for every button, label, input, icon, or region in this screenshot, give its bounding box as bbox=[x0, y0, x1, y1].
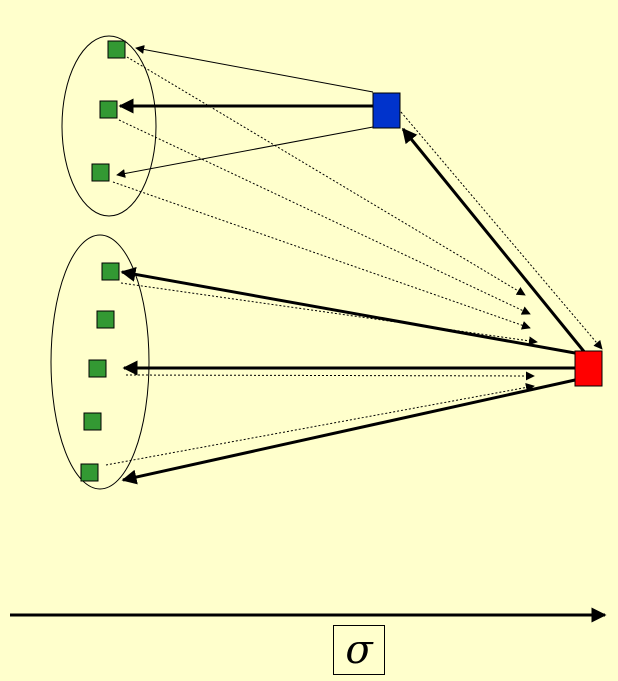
lower-group-nodes bbox=[80, 262, 120, 482]
lower-dotted-arrows bbox=[105, 282, 538, 466]
dotted-arrow-lower-3 bbox=[105, 383, 535, 466]
dotted-arrow-lower-2 bbox=[125, 371, 535, 381]
blue-to-upper-thin-arrows bbox=[116, 45, 374, 178]
dotted-arrow-upper-3 bbox=[112, 181, 531, 330]
upper-node-1 bbox=[107, 40, 126, 59]
lower-group-ellipse bbox=[50, 234, 150, 490]
dotted-arrow-upper-1 bbox=[126, 56, 526, 296]
upper-group-ellipse bbox=[61, 35, 157, 217]
arrow-blue-to-upper-top bbox=[135, 45, 374, 93]
thick-arrows bbox=[118, 98, 588, 485]
thick-arrow-red-to-blue bbox=[401, 127, 588, 355]
sigma-label: σ bbox=[345, 627, 373, 673]
lower-node-2 bbox=[96, 310, 115, 329]
red-node bbox=[574, 350, 603, 387]
lower-node-1 bbox=[101, 262, 120, 281]
sigma-label-box: σ bbox=[333, 625, 385, 675]
blue-node bbox=[372, 92, 401, 129]
arrow-blue-to-upper-bottom bbox=[116, 126, 374, 178]
thick-arrow-red-to-lower-bottom bbox=[121, 378, 576, 485]
dotted-arrow-lower-1 bbox=[120, 282, 538, 346]
lower-node-3 bbox=[88, 359, 107, 378]
dotted-arrow-blue-to-red bbox=[400, 111, 603, 350]
lower-node-4 bbox=[83, 412, 102, 431]
upper-node-3 bbox=[91, 163, 110, 182]
thick-arrow-red-to-lower-top bbox=[120, 266, 576, 355]
upper-group-nodes bbox=[91, 40, 126, 182]
upper-node-2 bbox=[99, 100, 118, 119]
dotted-arrow-upper-2 bbox=[118, 119, 531, 315]
upper-dotted-arrows bbox=[112, 56, 603, 350]
lower-node-5 bbox=[80, 463, 99, 482]
